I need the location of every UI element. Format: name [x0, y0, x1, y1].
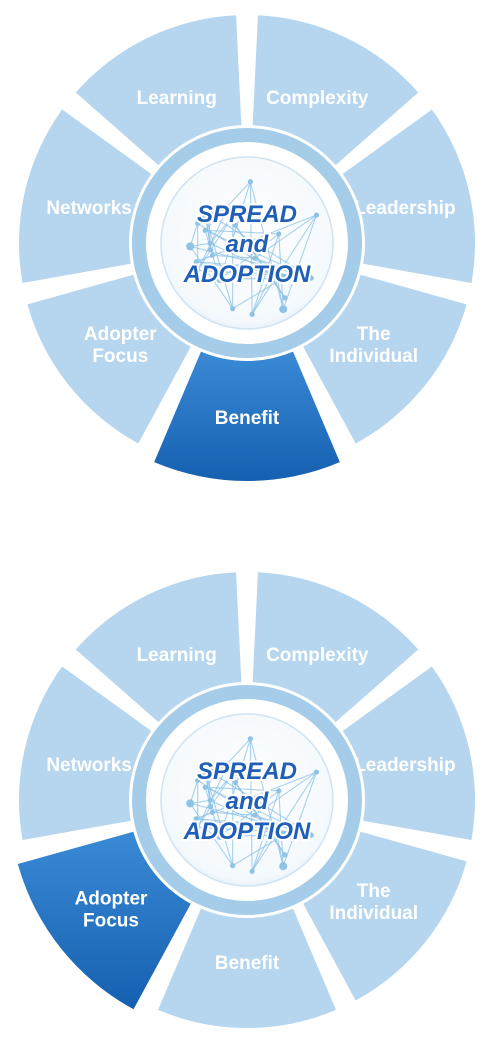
- hub-title-line: ADOPTION: [183, 818, 311, 845]
- segment-shape: [27, 274, 191, 444]
- segment-label-line: Individual: [329, 903, 418, 924]
- segment-shape: [75, 15, 242, 166]
- hub-ring: [132, 685, 362, 915]
- segment-label-benefit: Benefit: [215, 408, 280, 429]
- segment-label-leadership: Leadership: [354, 755, 455, 776]
- segment-label-line: The: [357, 324, 391, 345]
- segment-shape: [154, 351, 340, 482]
- network-graphic: [186, 179, 319, 317]
- segment-label-line: Focus: [92, 346, 148, 367]
- segment-label-benefit: Benefit: [215, 953, 280, 974]
- network-graphic: [186, 736, 319, 874]
- segment-complexity: Complexity: [252, 15, 419, 166]
- segment-label-line: Benefit: [215, 953, 280, 974]
- hub-title-line: SPREAD: [197, 201, 297, 228]
- segment-shape: [19, 666, 152, 841]
- segment-label-line: Individual: [329, 346, 418, 367]
- segment-label-line: Benefit: [215, 408, 280, 429]
- segment-networks: Networks: [19, 666, 152, 841]
- segment-benefit: Benefit: [154, 351, 340, 482]
- segment-label-line: Adopter: [84, 324, 157, 345]
- segment-label-line: Focus: [83, 911, 139, 932]
- segment-learning: Learning: [75, 15, 242, 166]
- segment-shape: [252, 15, 419, 166]
- segment-shape: [158, 908, 336, 1029]
- segment-shape: [17, 831, 191, 1010]
- segment-shape: [342, 109, 475, 284]
- segment-shape: [252, 572, 419, 723]
- hub-title-line: ADOPTION: [183, 261, 311, 288]
- segment-networks: Networks: [19, 109, 152, 284]
- segment-label-line: Leadership: [354, 198, 455, 219]
- segment-label-line: Networks: [46, 755, 132, 776]
- segment-shape: [75, 572, 242, 723]
- segment-label-complexity: Complexity: [266, 645, 369, 666]
- segment-label-line: The: [357, 881, 391, 902]
- segment-leadership: Leadership: [342, 666, 475, 841]
- segment-label-line: Learning: [137, 88, 217, 109]
- segment-shape: [303, 274, 467, 444]
- segment-label-line: Complexity: [266, 645, 369, 666]
- segment-learning: Learning: [75, 572, 242, 723]
- segment-shape: [303, 831, 467, 1001]
- segment-label-leadership: Leadership: [354, 198, 455, 219]
- segment-label-line: Learning: [137, 645, 217, 666]
- segment-complexity: Complexity: [252, 572, 419, 723]
- hub-title-line: and: [226, 788, 270, 815]
- hub-title-line: and: [226, 231, 270, 258]
- segment-label-networks: Networks: [46, 198, 132, 219]
- segment-label-learning: Learning: [137, 88, 217, 109]
- segment-benefit: Benefit: [158, 908, 336, 1029]
- segment-label-learning: Learning: [137, 645, 217, 666]
- segment-leadership: Leadership: [342, 109, 475, 284]
- segment-shape: [19, 109, 152, 284]
- hub-title-line: SPREAD: [197, 758, 297, 785]
- segment-label-line: Complexity: [266, 88, 369, 109]
- segment-label-line: Leadership: [354, 755, 455, 776]
- segment-label-line: Adopter: [75, 889, 148, 910]
- segment-label-line: Networks: [46, 198, 132, 219]
- segment-label-complexity: Complexity: [266, 88, 369, 109]
- segment-label-networks: Networks: [46, 755, 132, 776]
- segment-shape: [342, 666, 475, 841]
- hub-ring: [132, 128, 362, 358]
